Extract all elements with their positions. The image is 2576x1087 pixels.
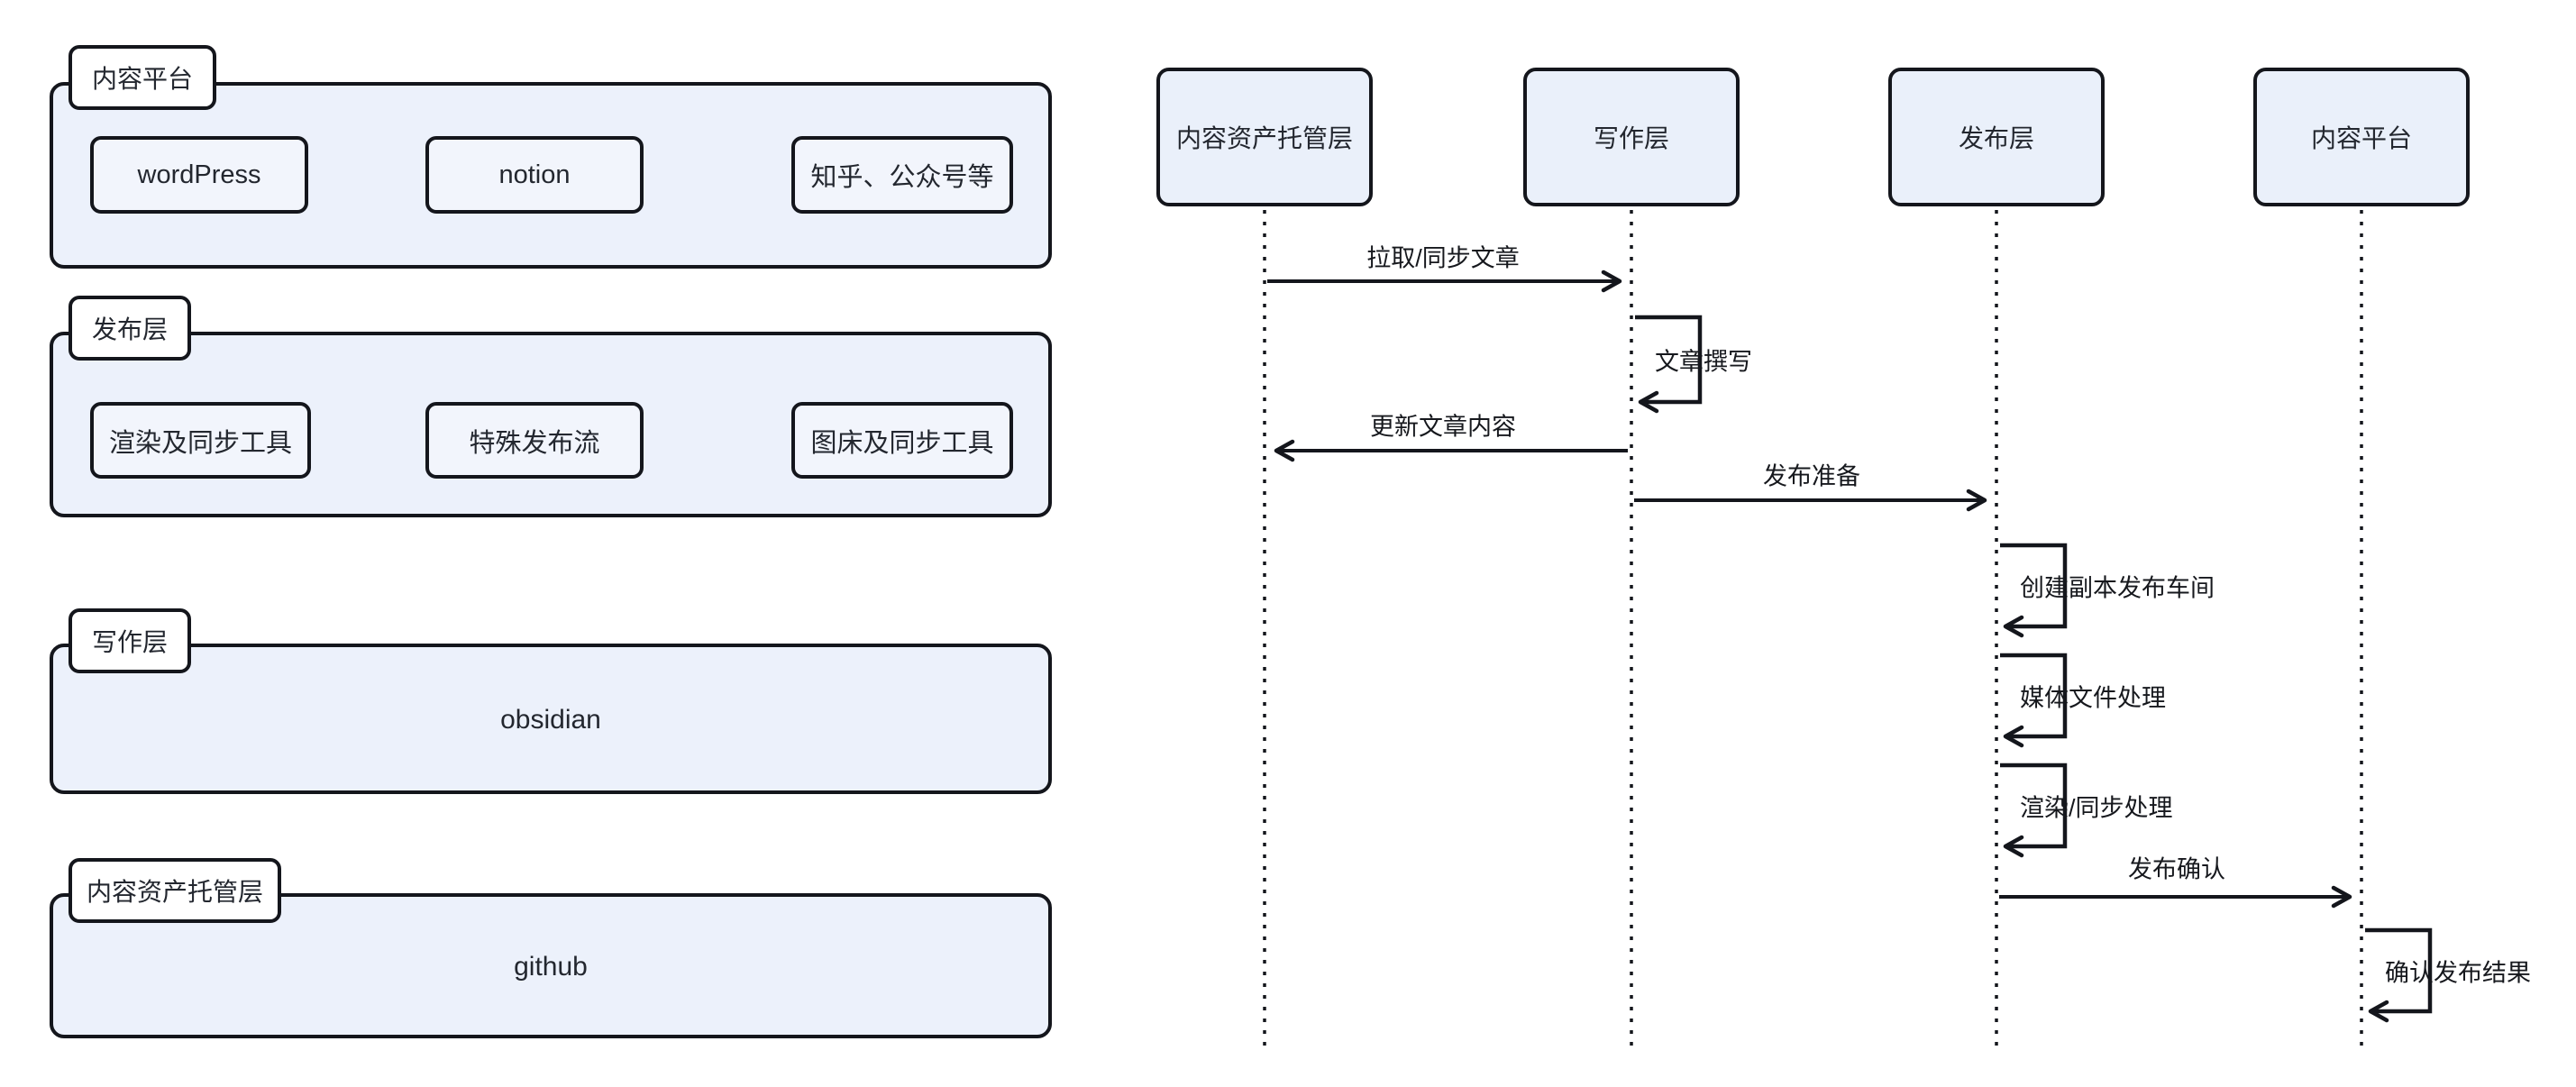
- actor-content-asset-hosting-layer: 内容资产托管层: [1156, 68, 1373, 206]
- message-label-pull-sync-article: 拉取/同步文章: [1366, 244, 1520, 272]
- group-tab-content-platform: 内容平台: [69, 45, 217, 110]
- node-label: 特殊发布流: [469, 428, 600, 458]
- message-label-publish-prepare: 发布准备: [1763, 462, 1860, 490]
- group-tab-label: 写作层: [92, 628, 169, 656]
- group-tab-label: 内容资产托管层: [87, 878, 264, 906]
- actor-label: 内容平台: [2310, 124, 2412, 152]
- node-label: notion: [498, 160, 571, 189]
- message-label-media-file-processing: 媒体文件处理: [2020, 684, 2166, 712]
- actor-writing-layer: 写作层: [1523, 68, 1740, 206]
- node-github: github: [514, 952, 588, 982]
- message-label-confirm-publish-result: 确认发布结果: [2385, 959, 2531, 987]
- node-notion: notion: [425, 136, 644, 214]
- self-loop-media-file-processing: [2000, 653, 2068, 748]
- node-label: wordPress: [137, 160, 261, 189]
- node-render-sync-tools: 渲染及同步工具: [90, 402, 311, 479]
- message-label-create-copy-publish-workshop: 创建副本发布车间: [2020, 574, 2215, 602]
- actor-label: 发布层: [1958, 124, 2034, 152]
- group-container-writing-layer: [50, 644, 1052, 794]
- group-tab-writing-layer: 写作层: [69, 608, 192, 673]
- self-loop-render-sync-processing: [2000, 763, 2068, 858]
- message-label-publish-confirm: 发布确认: [2128, 855, 2225, 883]
- actor-publishing-layer: 发布层: [1888, 68, 2105, 206]
- message-label-article-writing: 文章撰写: [1655, 348, 1752, 376]
- actor-content-platform: 内容平台: [2253, 68, 2470, 206]
- node-wordpress: wordPress: [90, 136, 308, 214]
- message-label-update-article-content: 更新文章内容: [1370, 413, 1516, 441]
- self-loop-confirm-publish-result: [2365, 927, 2433, 1023]
- node-special-publish-flow: 特殊发布流: [425, 402, 644, 479]
- node-zhihu-gongzhonghao: 知乎、公众号等: [791, 136, 1013, 214]
- group-tab-label: 发布层: [92, 315, 169, 343]
- group-tab-label: 内容平台: [92, 65, 194, 93]
- node-label: 渲染及同步工具: [108, 428, 292, 458]
- actor-label: 内容资产托管层: [1175, 124, 1353, 152]
- node-obsidian: obsidian: [500, 705, 601, 735]
- actor-label: 写作层: [1593, 124, 1669, 152]
- self-loop-create-copy-publish-workshop: [2000, 543, 2068, 638]
- group-tab-content-asset-hosting-layer: 内容资产托管层: [69, 858, 282, 923]
- message-label-render-sync-processing: 渲染/同步处理: [2020, 794, 2173, 822]
- node-label: 图床及同步工具: [810, 428, 994, 458]
- self-loop-article-writing: [1635, 315, 1703, 414]
- node-label: 知乎、公众号等: [810, 163, 994, 192]
- group-tab-publishing-layer: 发布层: [69, 296, 192, 361]
- node-image-host-sync-tools: 图床及同步工具: [791, 402, 1013, 479]
